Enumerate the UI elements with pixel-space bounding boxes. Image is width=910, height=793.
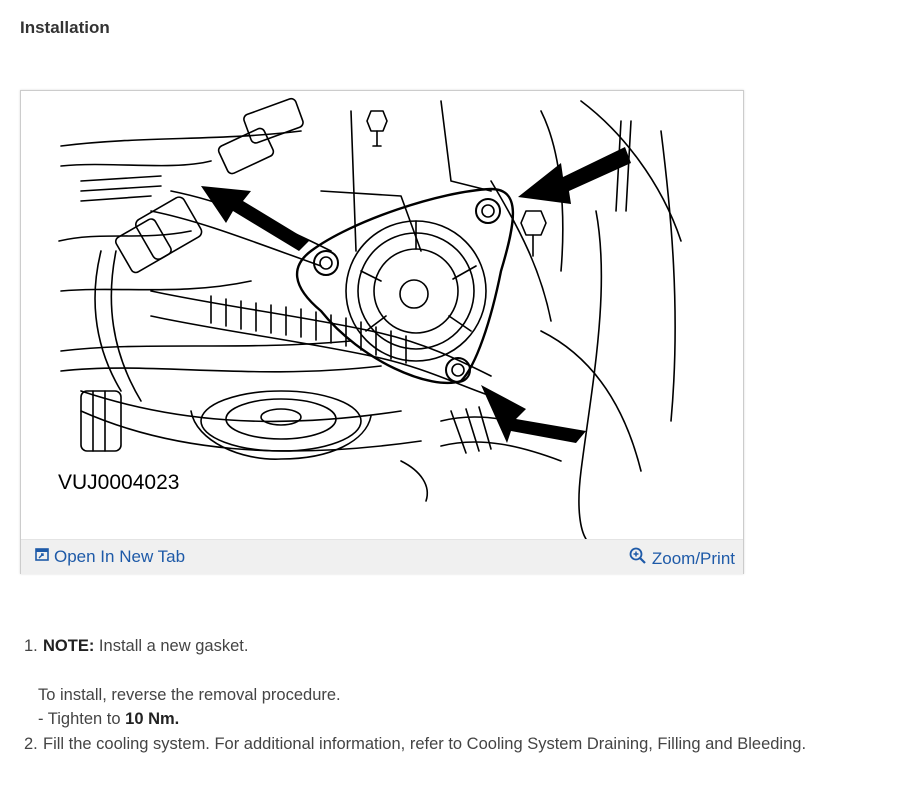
step-1-torque: - Tighten to 10 Nm. [24, 707, 806, 732]
procedure-steps: 1. NOTE: Install a new gasket. To install… [24, 634, 806, 756]
note-text: Install a new gasket. [94, 637, 249, 655]
step-2: 2. Fill the cooling system. For additiona… [24, 732, 806, 757]
figure-caption-code: VUJ0004023 [58, 471, 179, 494]
figure-toolbar: Open In New Tab Zoom/Print [21, 539, 743, 574]
zoom-in-icon [629, 547, 647, 570]
section-title: Installation [20, 18, 110, 37]
step-number: 2. [24, 734, 38, 753]
open-in-new-tab-label: Open In New Tab [54, 547, 186, 566]
step-1-text: To install, reverse the removal procedur… [38, 685, 341, 704]
step-2-text: Fill the cooling system. For additional … [43, 734, 807, 753]
zoom-print-link[interactable]: Zoom/Print [629, 547, 735, 570]
step-1-note: 1. NOTE: Install a new gasket. [24, 634, 806, 659]
note-label: NOTE: [43, 637, 95, 655]
engine-illustration[interactable]: VUJ0004023 [21, 91, 743, 539]
figure-panel: VUJ0004023 Open In New Tab Zoom/Print [20, 90, 744, 574]
torque-prefix: - Tighten to [38, 710, 126, 728]
zoom-print-label: Zoom/Print [651, 548, 735, 568]
torque-value: 10 Nm. [125, 710, 180, 728]
open-in-new-tab-link[interactable]: Open In New Tab [35, 547, 185, 567]
open-in-new-tab-icon [35, 547, 49, 567]
step-number: 1. [24, 637, 38, 655]
